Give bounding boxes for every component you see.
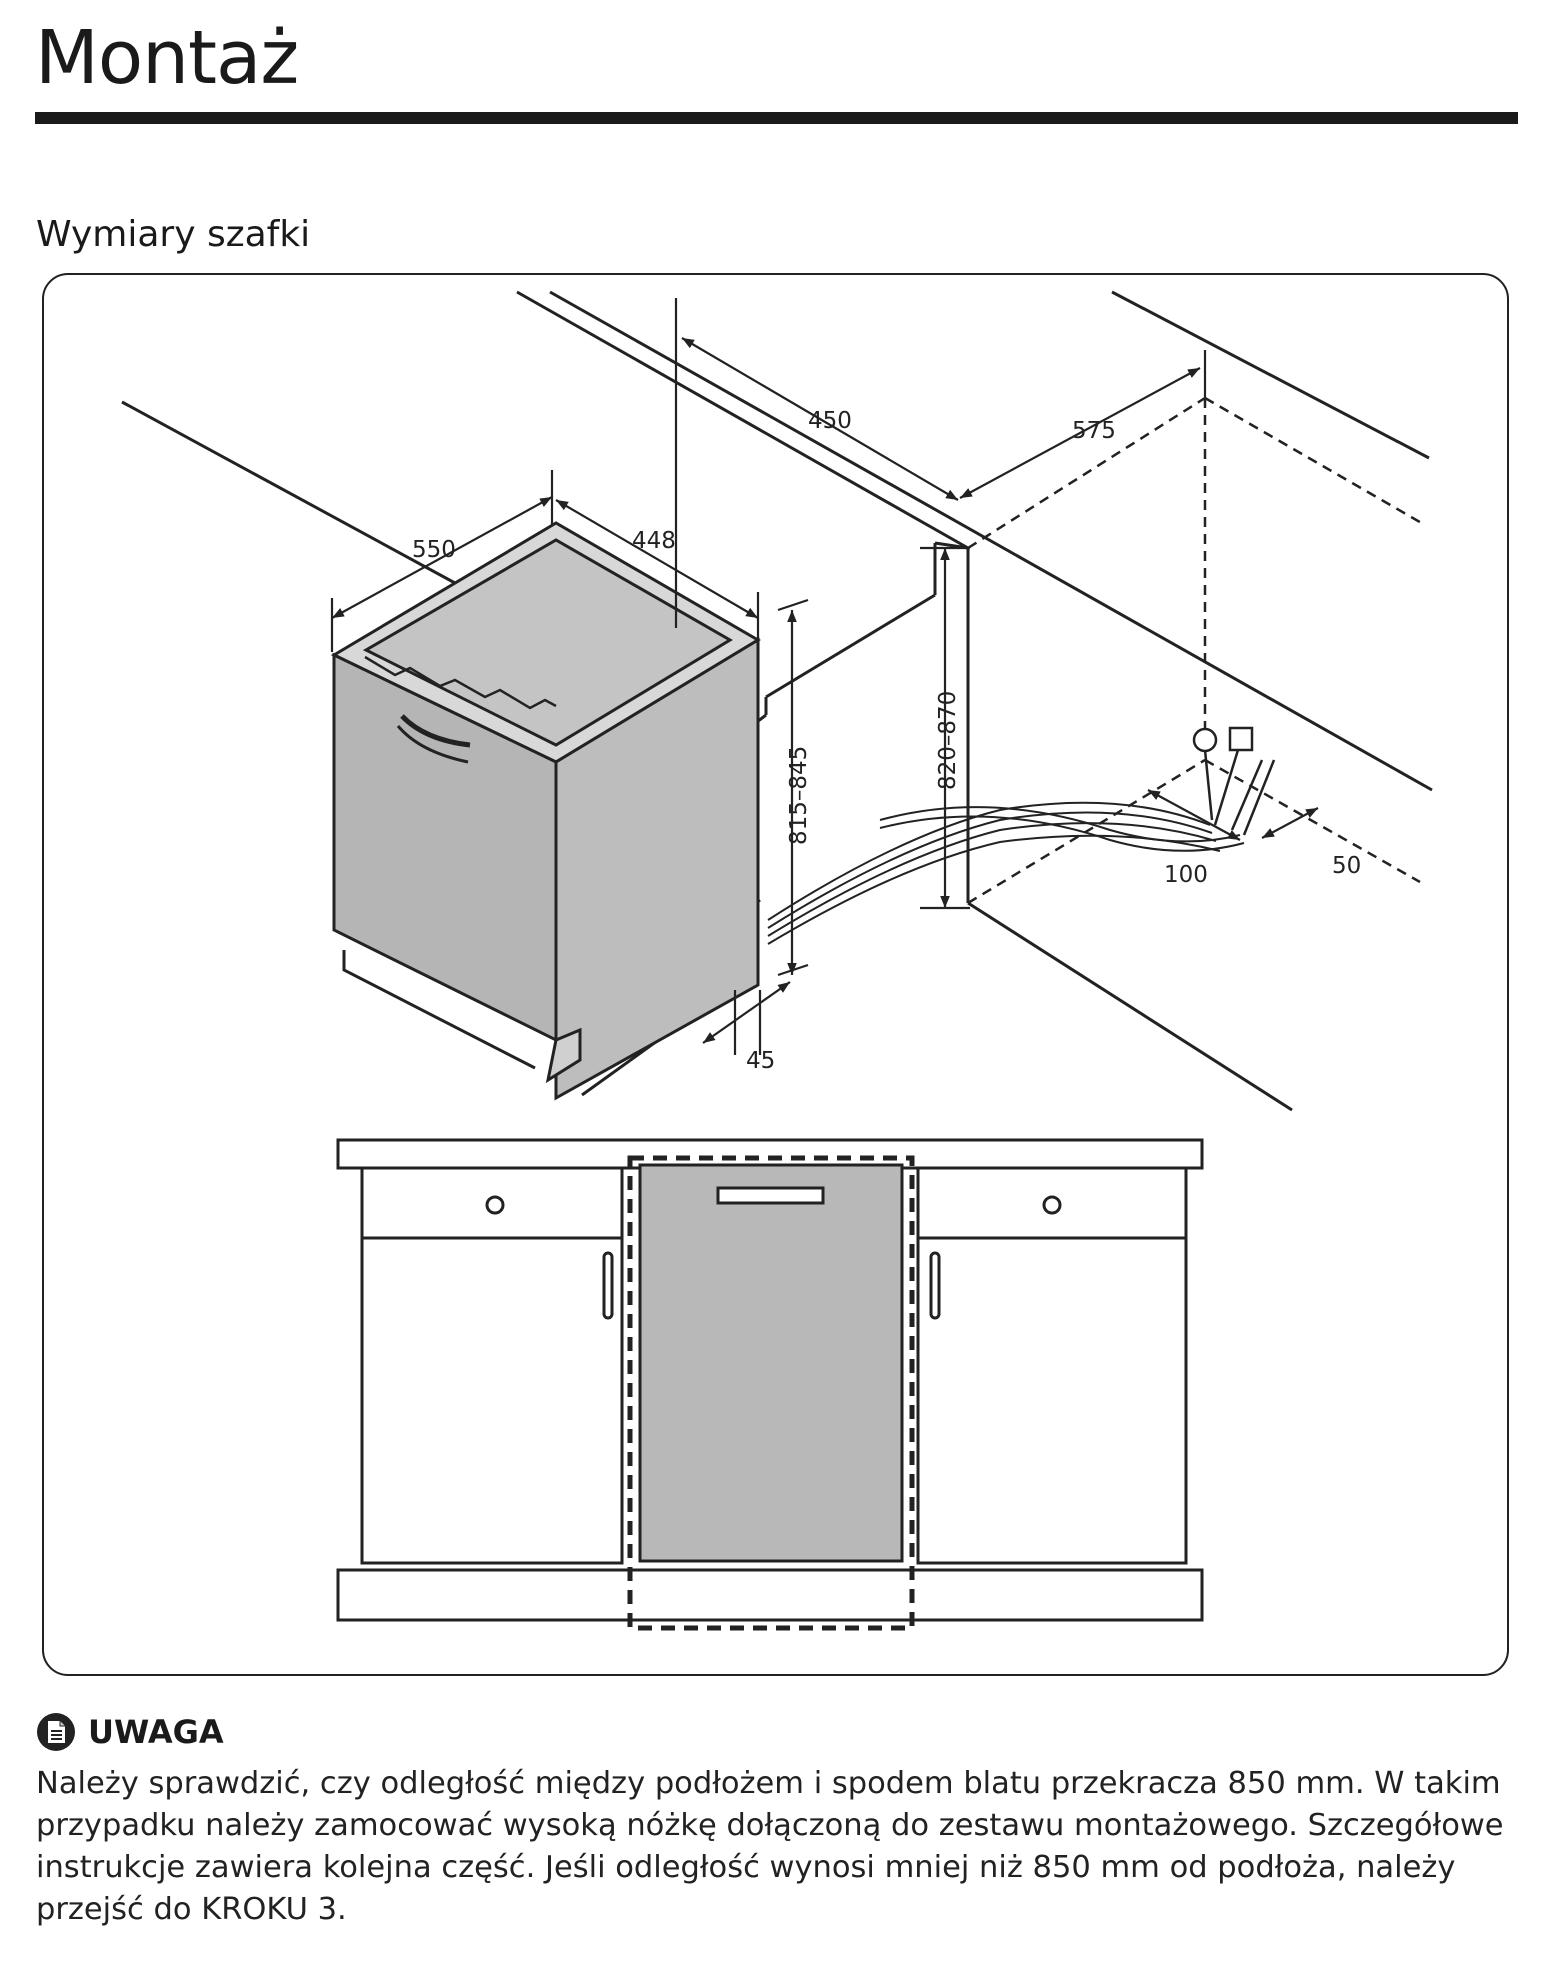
dim-label-550: 550 xyxy=(412,537,456,563)
dim-label-575: 575 xyxy=(1072,418,1116,444)
dim-label-450: 450 xyxy=(808,408,852,434)
water-connection xyxy=(1192,726,1276,836)
dim-label-815-845: 815–845 xyxy=(786,746,812,845)
title-rule xyxy=(35,112,1518,124)
note-header: UWAGA xyxy=(36,1712,224,1752)
dim-label-448: 448 xyxy=(632,528,676,554)
figure-frame xyxy=(42,273,1509,1676)
dishwasher-3d xyxy=(330,521,761,1101)
front-view xyxy=(336,1138,1204,1631)
note-label: UWAGA xyxy=(88,1713,224,1751)
dim-label-45: 45 xyxy=(746,1048,775,1074)
note-text: Należy sprawdzić, czy odległość między p… xyxy=(36,1766,1504,1927)
section-title: Wymiary szafki xyxy=(36,214,311,255)
dimension-lines xyxy=(330,298,1319,1055)
dim-label-820-870: 820–870 xyxy=(935,691,961,790)
dim-label-50: 50 xyxy=(1332,853,1361,879)
page-title: Montaż xyxy=(35,15,299,101)
dimension-labels: 550 448 450 575 815–845 820–870 45 100 5… xyxy=(412,408,1361,1074)
dim-label-100: 100 xyxy=(1164,862,1208,888)
note-icon xyxy=(37,1713,75,1751)
